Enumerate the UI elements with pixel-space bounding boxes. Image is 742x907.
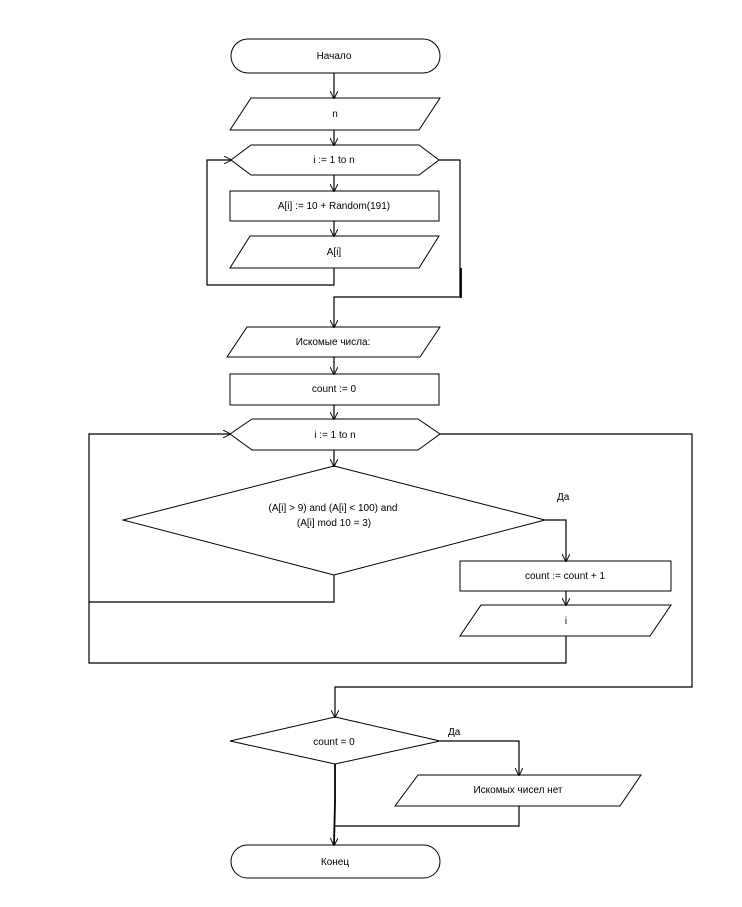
input-n-label: n (332, 109, 338, 120)
assign-random-label: A[i] := 10 + Random(191) (278, 201, 390, 212)
input-n-parallelogram (229, 97, 441, 131)
check-count-label: count = 0 (313, 737, 355, 748)
edge-no-numbers-to-end (334, 806, 520, 827)
no-numbers-label: Искомых чисел нет (473, 785, 562, 796)
output-heading-label: Искомые числа: (296, 337, 371, 348)
condition-yes-label: Да (557, 492, 570, 503)
no-numbers-parallelogram (394, 774, 642, 807)
count-increment-label: count := count + 1 (525, 571, 605, 582)
output-heading-parallelogram (226, 326, 441, 358)
count-init-label: count := 0 (312, 384, 357, 395)
edge-loop2-exit (335, 433, 693, 717)
check-yes-label: Да (448, 727, 461, 738)
end-label: Конец (321, 857, 349, 868)
edge-check-no (334, 764, 335, 845)
condition-label-line2: (A[i] mod 10 = 3) (297, 518, 371, 529)
output-i-parallelogram (459, 604, 672, 637)
output-i-label: i (565, 616, 567, 627)
edge-loop1-exit-to-heading (334, 296, 461, 327)
start-terminator (230, 38, 441, 74)
edge-output-i-back (88, 602, 567, 664)
loop2-label: i := 1 to n (314, 430, 355, 441)
output-a-label: A[i] (327, 247, 342, 258)
edge-condition-yes (545, 519, 566, 561)
condition-label-line1: (A[i] > 9) and (A[i] < 100) and (269, 503, 398, 514)
edge-loop1-back (206, 160, 335, 286)
output-a-parallelogram (229, 235, 440, 269)
edge-check-yes (440, 740, 519, 775)
count-increment-process (459, 560, 672, 592)
edge-loop1-exit (439, 159, 461, 297)
loop1-label: i := 1 to n (313, 155, 354, 166)
start-label: Начало (317, 51, 352, 62)
